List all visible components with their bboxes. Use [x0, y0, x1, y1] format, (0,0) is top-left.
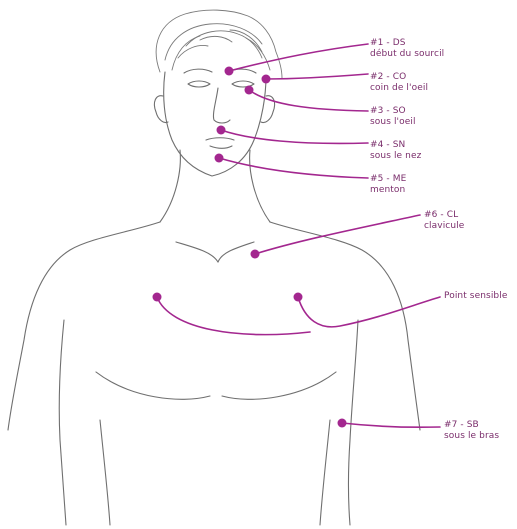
point-7-code: #7 - SB [444, 420, 499, 431]
leader-5 [219, 158, 368, 178]
label-point-5: #5 - ME menton [370, 174, 406, 196]
point-7-name: sous le bras [444, 431, 499, 442]
leader-sensible-right [298, 297, 440, 327]
leader-7 [342, 423, 440, 427]
point-1-name: début du sourcil [370, 49, 444, 60]
label-point-7: #7 - SB sous le bras [444, 420, 499, 442]
label-point-sensible: Point sensible [444, 291, 507, 302]
point-2-dot [262, 75, 271, 84]
leader-lines [157, 44, 440, 427]
leader-4 [221, 130, 368, 143]
point-1-code: #1 - DS [370, 38, 444, 49]
label-point-6: #6 - CL clavicule [424, 210, 464, 232]
point-6-name: clavicule [424, 221, 464, 232]
point-3-code: #3 - SO [370, 106, 416, 117]
hair-sketch [156, 10, 282, 78]
point-3-name: sous l'oeil [370, 117, 416, 128]
leader-2 [266, 74, 368, 79]
point-5-name: menton [370, 185, 406, 196]
face-outline [154, 69, 274, 222]
point-4-dot [217, 126, 226, 135]
point-5-code: #5 - ME [370, 174, 406, 185]
point-4-name: sous le nez [370, 151, 421, 162]
point-sensible-left-dot [153, 293, 162, 302]
point-2-name: coin de l'oeil [370, 83, 428, 94]
torso-outline [8, 222, 420, 525]
point-sensible-code: Point sensible [444, 291, 507, 302]
point-5-dot [215, 154, 224, 163]
point-6-code: #6 - CL [424, 210, 464, 221]
leader-6 [255, 215, 420, 254]
point-6-dot [251, 250, 260, 259]
leader-3 [249, 90, 368, 111]
pressure-points [153, 67, 347, 428]
leader-1 [229, 44, 368, 71]
point-7-dot [338, 419, 347, 428]
label-point-1: #1 - DS début du sourcil [370, 38, 444, 60]
leader-sensible-left [157, 297, 310, 335]
label-point-3: #3 - SO sous l'oeil [370, 106, 416, 128]
point-4-code: #4 - SN [370, 140, 421, 151]
label-point-2: #2 - CO coin de l'oeil [370, 72, 428, 94]
point-1-dot [225, 67, 234, 76]
point-2-code: #2 - CO [370, 72, 428, 83]
point-sensible-right-dot [294, 293, 303, 302]
label-point-4: #4 - SN sous le nez [370, 140, 421, 162]
point-3-dot [245, 86, 254, 95]
